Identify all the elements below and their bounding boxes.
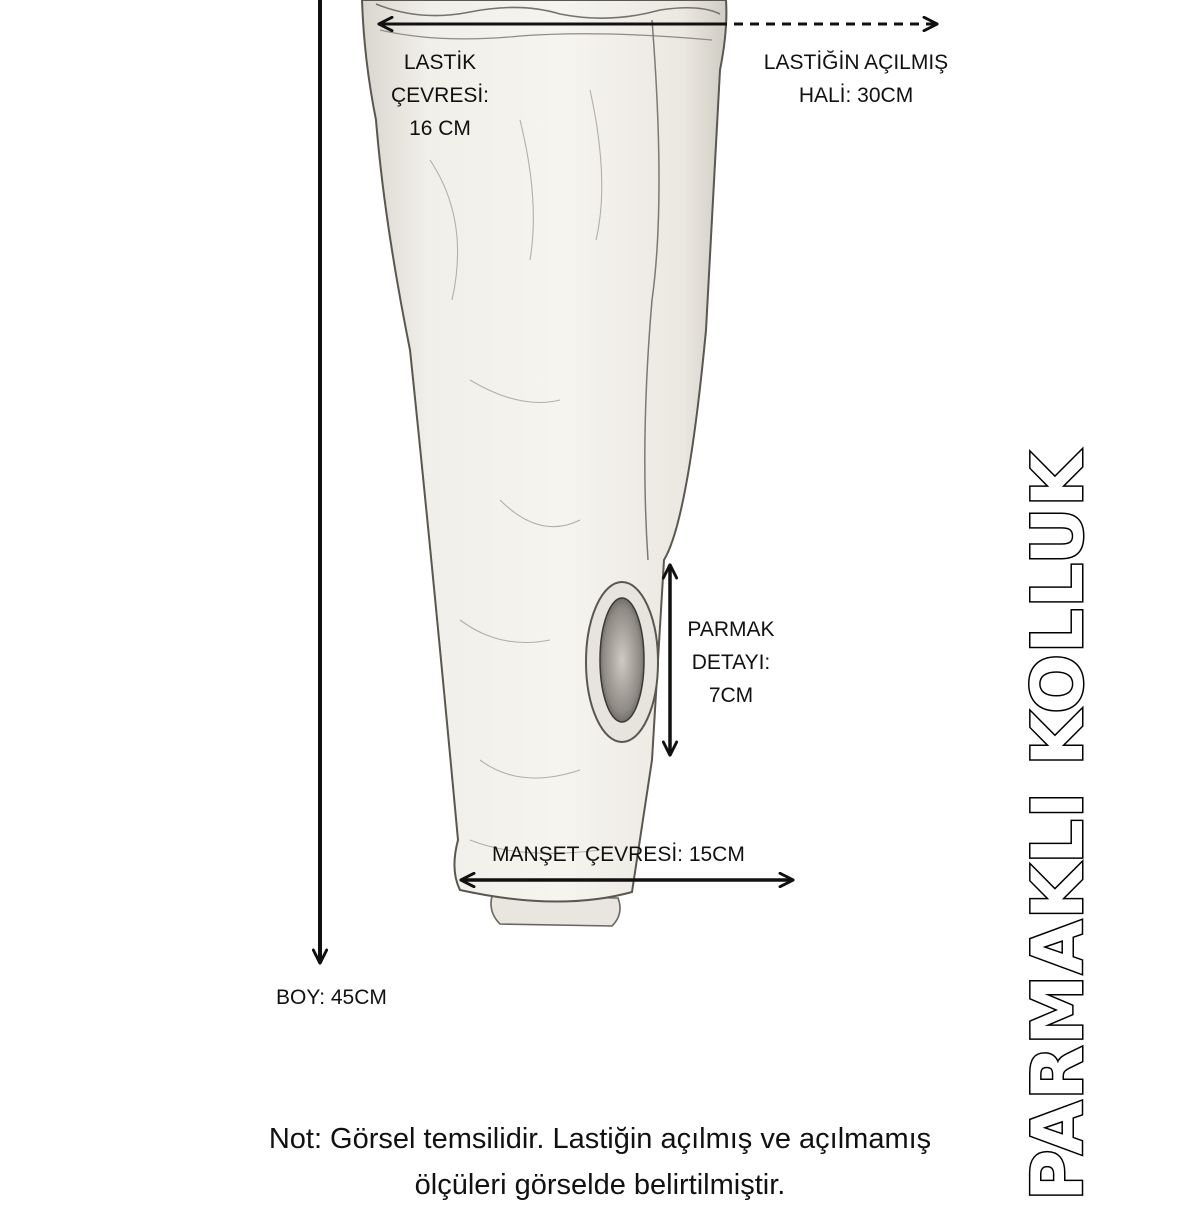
finger-detail-label: PARMAK DETAYI: 7CM bbox=[687, 618, 775, 707]
sleeve-elastic bbox=[375, 3, 721, 19]
length-label: BOY: 45CM bbox=[276, 986, 387, 1009]
sleeve-cuff bbox=[490, 895, 621, 927]
cuff-circumference-label: MANŞET ÇEVRESİ: 15CM bbox=[492, 843, 745, 866]
thumb-hole bbox=[599, 597, 645, 723]
elastic-open-label: LASTİĞİN AÇILMIŞ HALİ: 30CM bbox=[763, 51, 949, 107]
product-title: PARMAKLI KOLLUK bbox=[1016, 450, 1101, 1202]
note-line-1: Not: Görsel temsilidir. Lastiğin açılmış… bbox=[268, 1123, 932, 1155]
measure-arrows bbox=[320, 0, 936, 962]
sleeve-wrinkles bbox=[429, 89, 603, 854]
note-line-2: ölçüleri görselde belirtilmiştir. bbox=[414, 1169, 786, 1201]
elastic-circumference-label: LASTİK ÇEVRESİ: 16 CM bbox=[390, 51, 490, 140]
note-text: Not: Görsel temsilidir. Lastiğin açılmış… bbox=[180, 1116, 1020, 1208]
sleeve-seam bbox=[644, 19, 660, 561]
sleeve-illustration bbox=[360, 0, 728, 927]
